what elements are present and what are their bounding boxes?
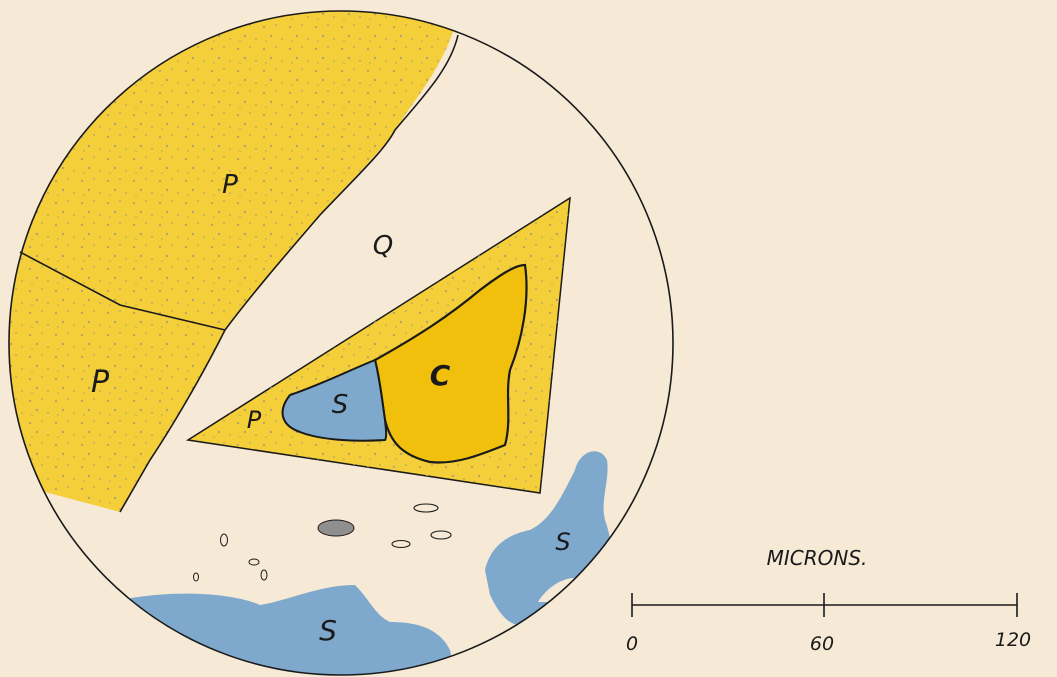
label-s-right: S <box>555 528 570 556</box>
opaque-grain <box>221 534 228 546</box>
opaque-grain <box>249 559 259 565</box>
opaque-grain <box>392 541 410 548</box>
label-s-inner: S <box>332 390 349 420</box>
opaque-grain <box>318 520 354 536</box>
opaque-grain <box>414 504 438 512</box>
opaque-grain <box>261 570 267 580</box>
label-c: C <box>430 359 451 392</box>
label-p-inner: P <box>247 406 262 434</box>
opaque-grain <box>194 573 199 581</box>
opaque-grains <box>194 504 452 581</box>
scale-tick-label-0: 0 <box>626 633 638 655</box>
scale-tick-label-120: 120 <box>995 629 1031 651</box>
label-q: Q <box>373 231 393 261</box>
scale-unit-label: MICRONS. <box>767 546 868 570</box>
label-p-left: P <box>91 365 110 400</box>
scale-bar: MICRONS. 0 60 120 <box>626 546 1031 655</box>
mineral-p-upper-texture <box>0 0 460 330</box>
mineral-s-bottom <box>100 585 460 677</box>
scale-tick-label-60: 60 <box>810 633 834 655</box>
label-s-bottom: S <box>319 614 337 647</box>
opaque-grain <box>431 531 451 539</box>
label-p-top: P <box>222 170 238 200</box>
